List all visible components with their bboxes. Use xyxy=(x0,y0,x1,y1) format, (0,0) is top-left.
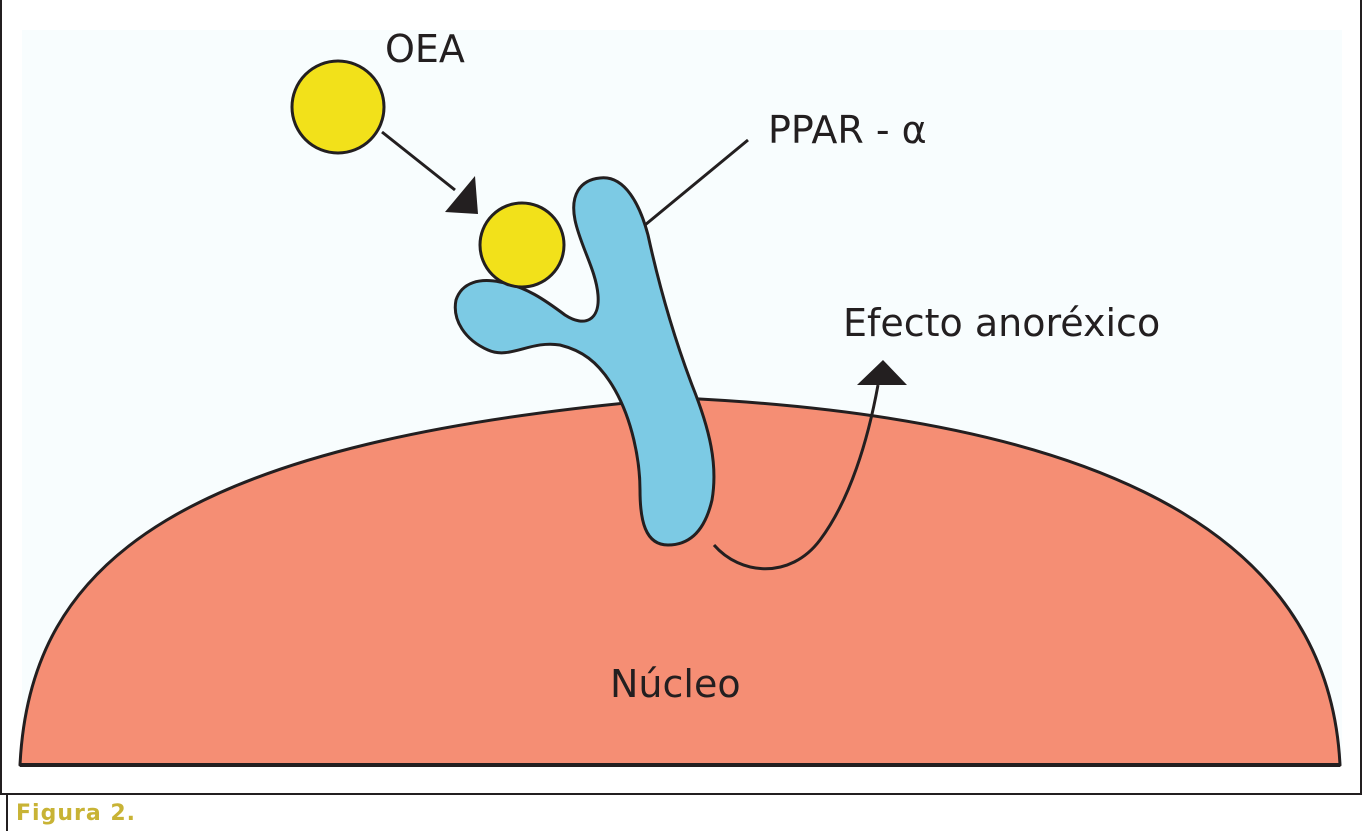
receptor-label: PPAR - α xyxy=(768,108,927,152)
receptor-pointer-line xyxy=(644,138,749,227)
binding-arrow-line xyxy=(381,130,456,192)
ligand-label: OEA xyxy=(385,27,465,71)
bound-ligand xyxy=(478,201,566,289)
effect-arrow-head xyxy=(857,360,907,385)
diagram: OEA PPAR - α Efecto anoréxico Núcleo xyxy=(18,27,1342,767)
free-ligand xyxy=(290,59,386,155)
nucleus-label: Núcleo xyxy=(610,662,741,706)
caption-area: Figura 2. xyxy=(6,795,1362,831)
effect-arrow-line xyxy=(712,384,880,571)
binding-arrow-head xyxy=(445,176,478,214)
figure-caption: Figura 2. xyxy=(16,801,136,826)
effect-label: Efecto anoréxico xyxy=(843,301,1160,345)
receptor-shape xyxy=(453,176,716,547)
